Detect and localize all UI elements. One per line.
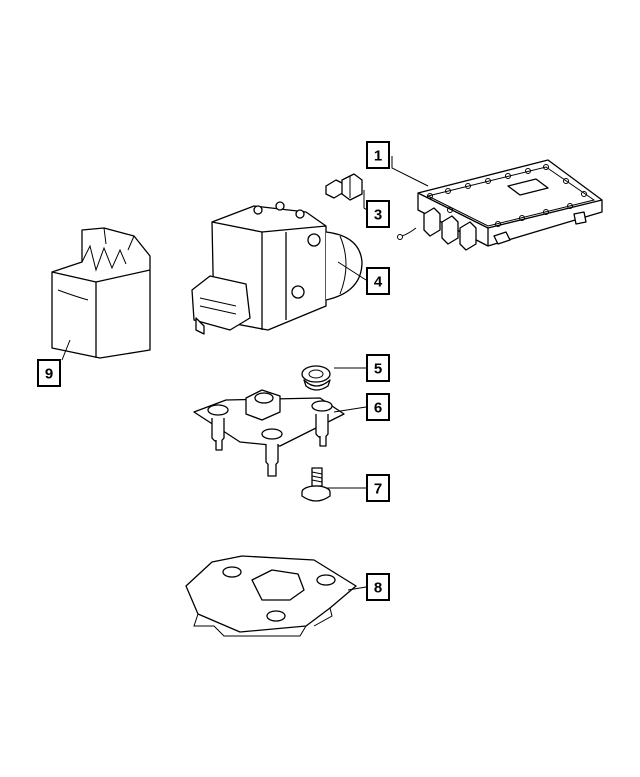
callout-1: 1 (366, 141, 390, 169)
part-4-hydraulic-unit (191, 201, 363, 335)
leader-4 (337, 261, 367, 281)
callout-8: 8 (366, 573, 390, 601)
part-8-mounting-plate (185, 555, 357, 637)
part-9-cover (51, 227, 151, 359)
callout-8-label: 8 (374, 580, 382, 597)
callout-7: 7 (366, 474, 390, 502)
callout-3: 3 (366, 200, 390, 228)
part-3-pressure-sensor (325, 173, 363, 201)
leader-6 (333, 406, 367, 413)
callout-5: 5 (366, 354, 390, 382)
callout-3-label: 3 (374, 207, 382, 224)
leader-8 (347, 586, 367, 591)
callout-9-label: 9 (45, 366, 53, 383)
callout-9: 9 (37, 359, 61, 387)
callout-6-label: 6 (374, 400, 382, 417)
callout-4: 4 (366, 267, 390, 295)
part-5-grommet (301, 365, 331, 391)
callout-5-label: 5 (374, 361, 382, 378)
leader-1 (391, 156, 429, 187)
part-7-bolt (301, 467, 331, 502)
callout-1-label: 1 (374, 148, 382, 165)
callout-7-label: 7 (374, 481, 382, 498)
leader-9 (61, 339, 71, 361)
callout-6: 6 (366, 393, 390, 421)
part-1-control-module (397, 159, 603, 251)
callout-4-label: 4 (374, 274, 383, 291)
part-6-bracket (193, 389, 345, 477)
